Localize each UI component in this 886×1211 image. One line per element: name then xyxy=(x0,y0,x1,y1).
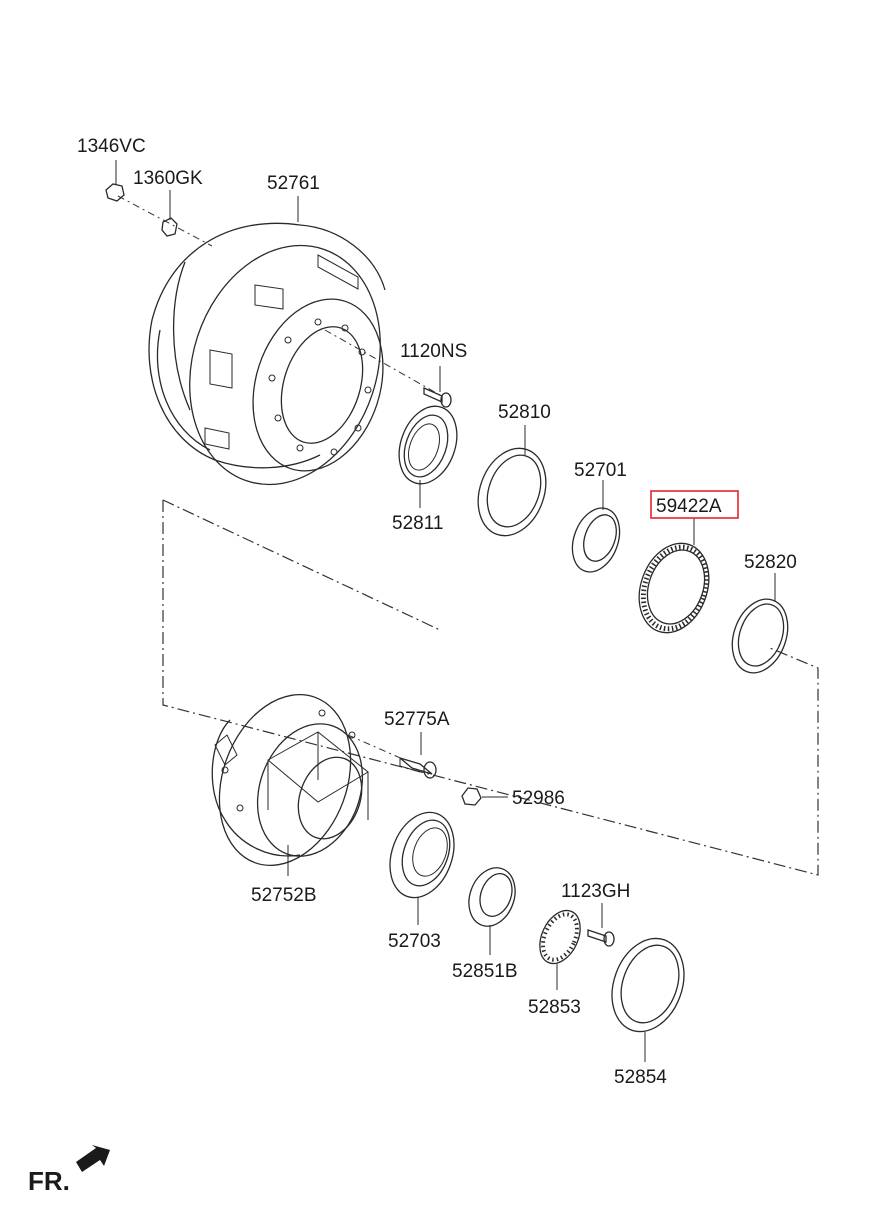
part-label-52761[interactable]: 52761 xyxy=(267,173,320,194)
bolt-1123gh[interactable] xyxy=(587,903,615,947)
part-label-52703[interactable]: 52703 xyxy=(388,931,441,952)
part-label-52811[interactable]: 52811 xyxy=(392,513,443,534)
part-label-52810[interactable]: 52810 xyxy=(498,402,551,423)
part-label-1120ns[interactable]: 1120NS xyxy=(400,341,467,362)
bolt-1120ns[interactable] xyxy=(423,366,452,408)
seal-52854[interactable] xyxy=(600,928,697,1062)
ring-52820[interactable] xyxy=(723,573,798,681)
nut-1346vc[interactable] xyxy=(105,160,125,202)
direction-label: FR. xyxy=(28,1166,70,1196)
part-label-52986[interactable]: 52986 xyxy=(512,788,565,809)
part-label-52752b[interactable]: 52752B xyxy=(251,885,317,906)
part-label-52851b[interactable]: 52851B xyxy=(452,961,518,982)
race-52810[interactable] xyxy=(467,425,558,545)
part-label-59422a[interactable]: 59422A xyxy=(656,496,722,517)
seal-52811[interactable] xyxy=(389,398,467,508)
part-label-52701[interactable]: 52701 xyxy=(574,460,627,481)
part-label-1123gh[interactable]: 1123GH xyxy=(561,881,630,902)
nut-52986[interactable] xyxy=(461,787,508,806)
hub-52752b[interactable] xyxy=(197,676,381,884)
bearing-52701[interactable] xyxy=(564,480,628,579)
part-label-52775a[interactable]: 52775A xyxy=(384,709,450,730)
part-label-52820[interactable]: 52820 xyxy=(744,552,797,573)
bearing-52851b[interactable] xyxy=(461,861,523,955)
part-label-52853[interactable]: 52853 xyxy=(528,997,581,1018)
front-arrow-icon xyxy=(76,1145,110,1172)
highlight-box-59422a xyxy=(650,490,739,519)
seal-52703[interactable] xyxy=(379,803,465,925)
stud-52775a[interactable] xyxy=(399,732,437,779)
snap-ring-52853[interactable] xyxy=(532,904,588,990)
washer-1360gk[interactable] xyxy=(161,190,178,237)
part-label-1360gk[interactable]: 1360GK xyxy=(133,168,203,189)
tone-ring-59422a[interactable] xyxy=(627,518,720,643)
brake-drum-52761[interactable] xyxy=(148,221,410,510)
part-label-52854[interactable]: 52854 xyxy=(614,1067,667,1088)
part-label-1346vc[interactable]: 1346VC xyxy=(77,136,146,157)
